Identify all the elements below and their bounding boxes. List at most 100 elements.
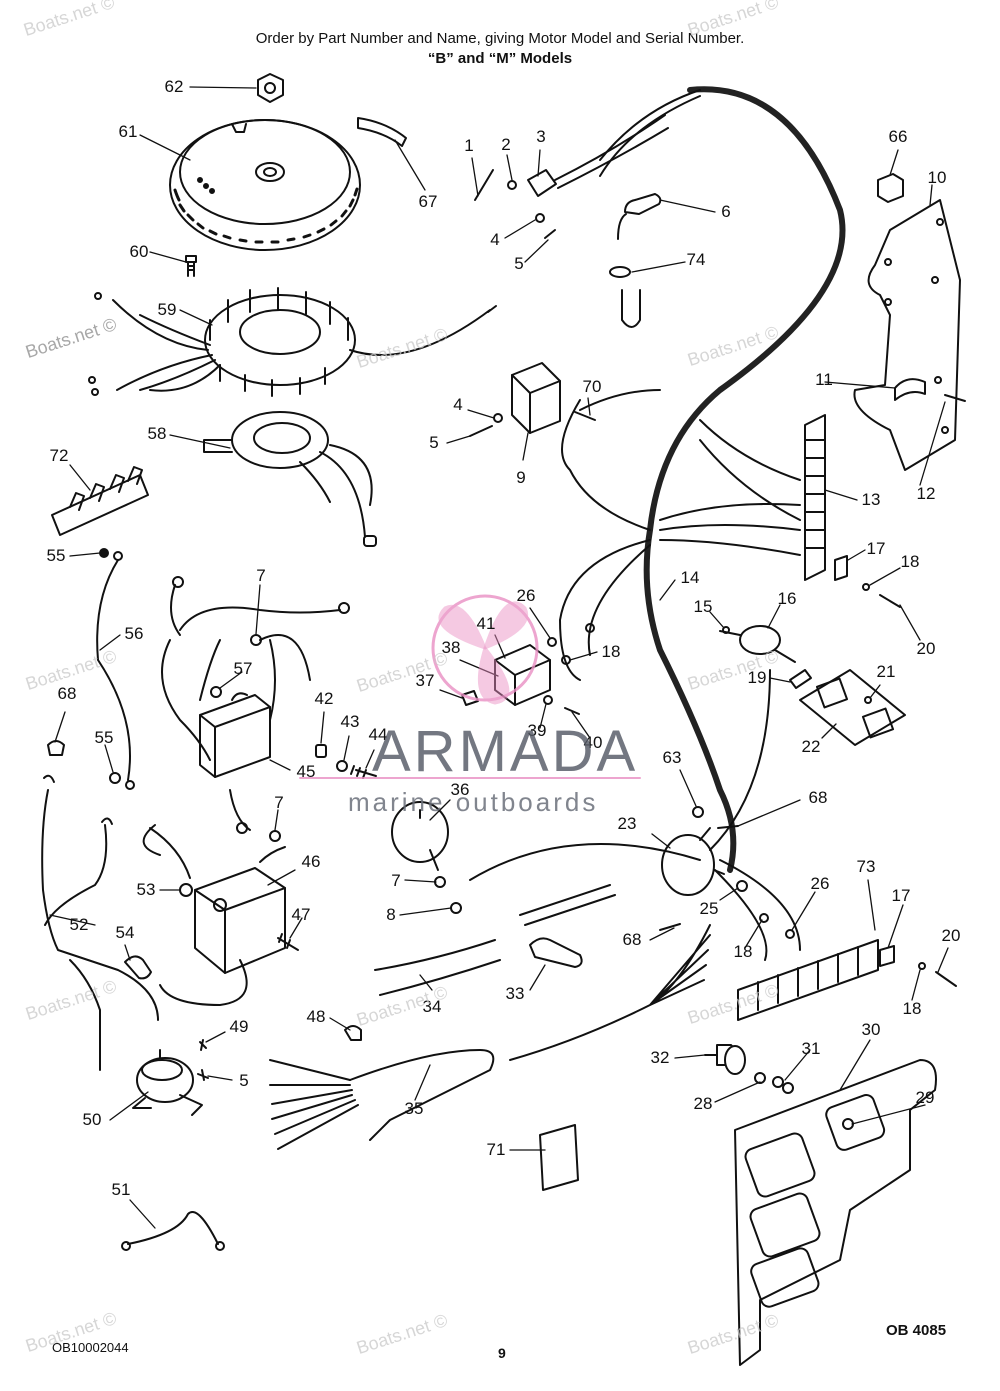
part-11-clamp <box>894 378 926 401</box>
brand-watermark-tagline: marine outboards <box>348 787 599 817</box>
callout-55a: 55 <box>46 546 66 565</box>
part-53-grommet <box>179 883 193 897</box>
part-58-charge-coil <box>203 411 377 547</box>
part-59-stator <box>88 287 497 397</box>
part-60-screw <box>185 255 197 277</box>
callout-18c: 18 <box>733 942 753 961</box>
part-26-nut-b <box>785 929 795 939</box>
callout-26b: 26 <box>810 874 830 893</box>
callout-49: 49 <box>229 1017 249 1036</box>
callout-18d: 18 <box>902 999 922 1018</box>
callout-66: 66 <box>888 127 908 146</box>
part-13-terminal-block <box>804 414 826 581</box>
callout-21: 21 <box>876 662 896 681</box>
part-68-bolt <box>659 825 739 931</box>
callout-6: 6 <box>721 202 731 221</box>
diagram-code-left: OB10002044 <box>52 1340 129 1355</box>
part-6-plug <box>617 193 662 240</box>
callout-16: 16 <box>777 589 797 608</box>
part-40-screw <box>564 707 580 715</box>
callout-53: 53 <box>136 880 156 899</box>
callout-5c: 5 <box>239 1071 249 1090</box>
callout-68c: 68 <box>622 930 642 949</box>
callout-25: 25 <box>699 899 719 918</box>
callout-42: 42 <box>314 689 334 708</box>
callout-58: 58 <box>147 424 167 443</box>
part-33-clip <box>529 937 583 968</box>
harness-branch-wires <box>559 89 801 681</box>
callout-52: 52 <box>69 915 89 934</box>
callout-32: 32 <box>650 1048 670 1067</box>
part-49-screw <box>199 1039 207 1051</box>
callout-1: 1 <box>464 136 474 155</box>
callout-14: 14 <box>680 568 700 587</box>
callout-68b: 68 <box>808 788 828 807</box>
callout-54: 54 <box>115 923 135 942</box>
callout-leader-lines <box>49 86 949 1229</box>
part-44-bolt <box>350 765 377 779</box>
callout-39: 39 <box>527 721 547 740</box>
callout-18a: 18 <box>601 642 621 661</box>
part-18-washer-d <box>918 962 926 970</box>
callout-26a: 26 <box>516 586 536 605</box>
callout-44: 44 <box>368 725 388 744</box>
part-5-screw <box>197 1069 209 1081</box>
part-9-rectifier <box>511 362 596 434</box>
callout-73: 73 <box>856 857 876 876</box>
callout-20a: 20 <box>916 639 936 658</box>
model-subtitle: “B” and “M” Models <box>427 50 573 67</box>
callout-56: 56 <box>124 624 144 643</box>
callout-7b: 7 <box>274 793 284 812</box>
part-20-screw <box>879 594 901 608</box>
callout-28: 28 <box>693 1094 713 1113</box>
callout-13: 13 <box>861 490 881 509</box>
part-67-flywheel-key <box>357 117 407 147</box>
callout-18b: 18 <box>900 552 920 571</box>
part-34-leads <box>374 939 501 996</box>
callout-3: 3 <box>536 127 546 146</box>
part-25-nut <box>736 880 748 892</box>
callout-43: 43 <box>340 712 360 731</box>
brand-watermark-name: ARMADA <box>372 719 639 784</box>
callout-2: 2 <box>501 135 511 154</box>
callout-59: 59 <box>157 300 177 319</box>
callout-11: 11 <box>815 370 833 389</box>
callout-71: 71 <box>486 1140 506 1159</box>
callout-72: 72 <box>49 446 69 465</box>
part-55-washer <box>109 772 121 784</box>
part-42-spacer <box>315 744 327 758</box>
part-35-wire-harness <box>269 1049 495 1150</box>
callout-68a: 68 <box>57 684 77 703</box>
page-number: 9 <box>498 1345 506 1361</box>
part-10-bracket <box>853 199 961 471</box>
callout-7a: 7 <box>256 566 266 585</box>
callout-61: 61 <box>118 122 138 141</box>
part-28-washer <box>754 1072 766 1084</box>
part-15-nut <box>722 626 730 634</box>
callout-15: 15 <box>693 597 713 616</box>
wire-lead-pair <box>519 884 616 926</box>
callout-48: 48 <box>306 1007 326 1026</box>
part-57-screw <box>210 686 222 698</box>
part-19-key <box>789 669 812 689</box>
part-31-washer <box>772 1076 794 1094</box>
part-50-sensor <box>132 1049 203 1116</box>
callout-5a: 5 <box>514 254 524 273</box>
part-16-key-switch <box>719 625 796 663</box>
part-68-clip <box>47 740 65 756</box>
callout-30: 30 <box>861 1020 881 1039</box>
armada-logo-icon <box>299 594 641 779</box>
callout-5b: 5 <box>429 433 439 452</box>
part-4-washer-b <box>493 413 503 423</box>
part-54-sleeve <box>124 955 152 980</box>
part-2-washer <box>507 180 517 190</box>
part-22-plate <box>799 669 906 746</box>
callout-29: 29 <box>915 1088 935 1107</box>
callout-12: 12 <box>916 484 936 503</box>
callout-62: 62 <box>164 77 184 96</box>
callout-19: 19 <box>747 668 767 687</box>
part-39-washer <box>543 695 553 705</box>
part-5-screw-b <box>469 425 493 437</box>
